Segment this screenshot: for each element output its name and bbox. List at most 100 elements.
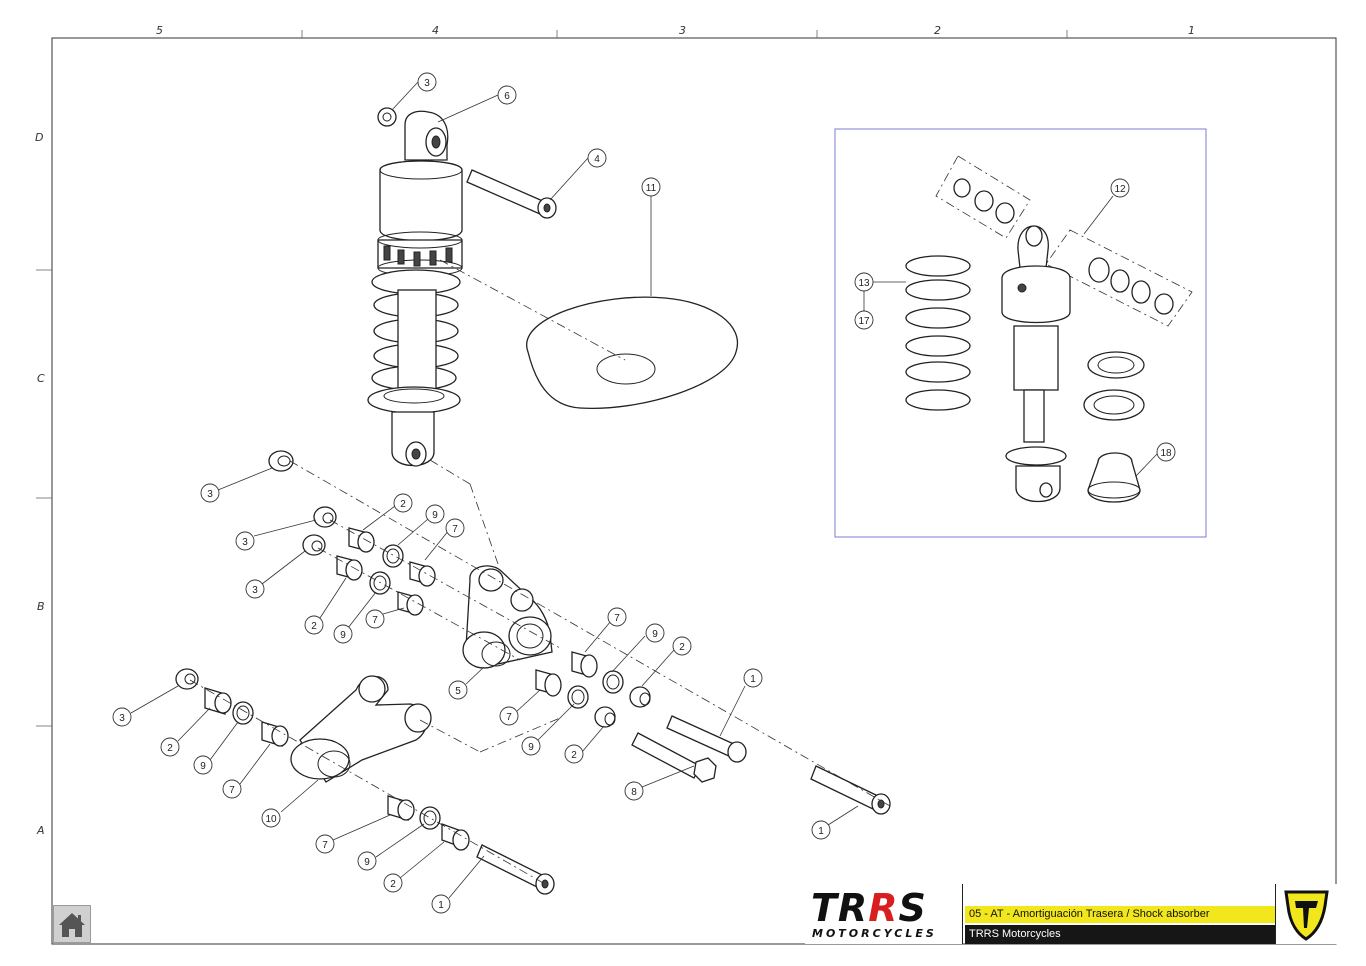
svg-text:1: 1	[750, 674, 756, 685]
svg-text:7: 7	[614, 613, 620, 624]
rocker-part-5	[462, 565, 553, 669]
callout-bubble: 12	[1110, 178, 1130, 198]
svg-text:2: 2	[679, 642, 685, 653]
column-label: 4	[432, 24, 439, 37]
row-label: A	[36, 824, 45, 837]
callout-bubble: 18	[1156, 442, 1176, 462]
svg-text:3: 3	[207, 489, 213, 500]
callout-bubble: 2	[672, 636, 692, 656]
drawing-frame	[51, 37, 1337, 945]
callout-bubble: 7	[607, 607, 627, 627]
callout-bubble: 2	[160, 737, 180, 757]
callout-bubble: 2	[304, 615, 324, 635]
svg-text:2: 2	[311, 621, 317, 632]
svg-text:7: 7	[452, 524, 458, 535]
svg-text:1: 1	[818, 826, 824, 837]
callout-bubble: 7	[499, 706, 519, 726]
column-label: 3	[679, 24, 686, 37]
column-label: 5	[156, 24, 163, 37]
svg-text:3: 3	[119, 713, 125, 724]
trrs-logo: TRRS MOTORCYCLES	[805, 884, 963, 944]
svg-text:2: 2	[167, 743, 173, 754]
callout-bubble: 7	[445, 518, 465, 538]
detail-inset-frame	[834, 128, 1207, 538]
row-label: B	[37, 600, 45, 613]
callout-bubble: 2	[393, 493, 413, 513]
callout-bubble: 1	[743, 668, 763, 688]
protection-plate-part-11	[526, 296, 739, 410]
svg-text:9: 9	[364, 857, 370, 868]
svg-text:10: 10	[265, 814, 277, 825]
svg-text:9: 9	[652, 629, 658, 640]
company-name: TRRS Motorcycles	[965, 925, 1277, 944]
svg-text:3: 3	[424, 78, 430, 89]
svg-text:11: 11	[646, 183, 657, 194]
home-icon	[59, 913, 85, 937]
svg-text:2: 2	[400, 499, 406, 510]
logo-subtext: MOTORCYCLES	[812, 927, 937, 940]
svg-text:7: 7	[506, 712, 512, 723]
callout-bubble: 2	[564, 744, 584, 764]
callout-bubble: 9	[645, 623, 665, 643]
callout-bubble: 1	[811, 820, 831, 840]
column-label: 1	[1188, 24, 1195, 37]
callout-bubble: 3	[417, 72, 437, 92]
bolt-part-4	[466, 169, 557, 219]
svg-text:2: 2	[571, 750, 577, 761]
detail-inset-parts	[905, 155, 1193, 503]
callout-bubble: 9	[425, 504, 445, 524]
svg-text:18: 18	[1160, 448, 1172, 459]
shock-absorber	[367, 107, 463, 467]
callout-bubble: 2	[383, 873, 403, 893]
callout-bubble: 17	[854, 310, 874, 330]
link-part-10	[290, 675, 432, 783]
svg-text:1: 1	[438, 900, 444, 911]
callout-bubble: 9	[193, 755, 213, 775]
svg-text:4: 4	[594, 154, 600, 165]
bushings-a	[175, 668, 555, 895]
svg-text:7: 7	[322, 840, 328, 851]
logo-wordmark: TRRS	[811, 886, 927, 930]
svg-text:12: 12	[1114, 184, 1126, 195]
svg-text:13: 13	[858, 278, 870, 289]
callout-bubble: 8	[624, 781, 644, 801]
callout-bubble: 3	[235, 531, 255, 551]
callout-bubble: 3	[245, 579, 265, 599]
callout-bubble: 3	[112, 707, 132, 727]
callout-bubble: 6	[497, 85, 517, 105]
callout-bubble: 13	[854, 272, 874, 292]
logo-letters: TR	[811, 886, 869, 930]
svg-text:7: 7	[372, 615, 378, 626]
svg-text:3: 3	[252, 585, 258, 596]
callouts-detail: 12 13 17 18	[854, 178, 1176, 462]
svg-text:8: 8	[631, 787, 637, 798]
callouts-main: 3 6 4 11 3 3 3 2 9 7 2 9 7 5 7 9 2 7 9 2…	[112, 72, 831, 914]
callout-bubble: 7	[222, 779, 242, 799]
trrs-shield-icon	[1275, 884, 1337, 944]
svg-text:9: 9	[528, 742, 534, 753]
svg-text:17: 17	[858, 316, 870, 327]
drawing-description: 05 - AT - Amortiguación Trasera / Shock …	[965, 906, 1277, 923]
svg-text:9: 9	[432, 510, 438, 521]
logo-letters: S	[898, 886, 927, 930]
row-label: C	[37, 372, 45, 385]
callout-bubble: 5	[448, 680, 468, 700]
assembly-axes	[189, 259, 891, 885]
svg-text:5: 5	[455, 686, 461, 697]
svg-text:7: 7	[229, 785, 235, 796]
callout-bubble: 7	[365, 609, 385, 629]
svg-text:9: 9	[340, 630, 346, 641]
callout-bubble: 10	[261, 808, 281, 828]
bushings-right-b	[535, 651, 651, 728]
callout-bubble: 7	[315, 834, 335, 854]
callout-bubble: 1	[431, 894, 451, 914]
bolts-b	[631, 715, 891, 815]
home-button[interactable]	[53, 905, 91, 943]
callout-bubble: 11	[641, 177, 661, 197]
callout-bubble: 9	[333, 624, 353, 644]
callout-bubble: 9	[357, 851, 377, 871]
svg-text:3: 3	[242, 537, 248, 548]
bushings-left-b	[268, 450, 436, 616]
title-block: TRRS MOTORCYCLES 05 - AT - Amortiguación…	[805, 884, 1337, 944]
